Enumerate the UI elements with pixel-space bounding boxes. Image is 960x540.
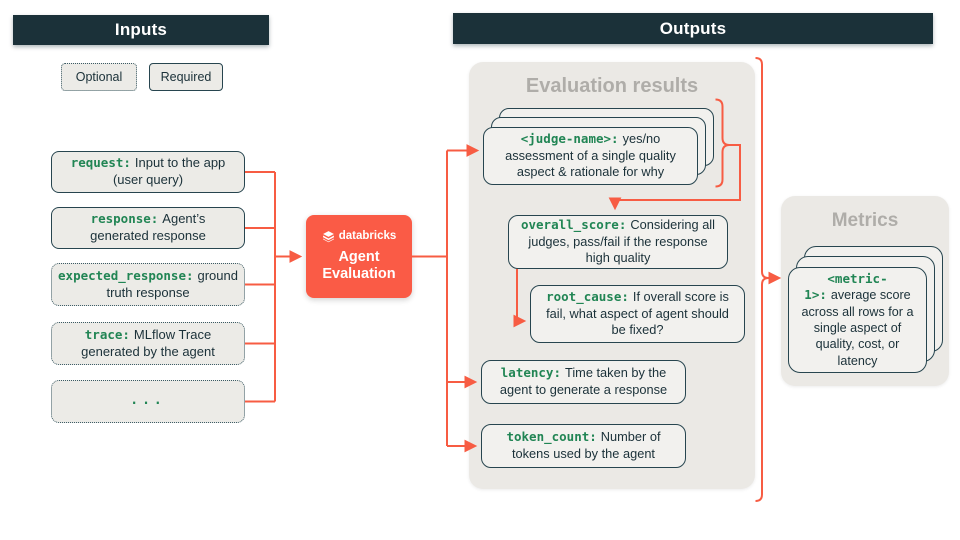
input-response-text: response:Agent’s generated response [62, 211, 234, 244]
latency-code-label: latency: [500, 365, 561, 381]
input-box-expected-response: expected_response:ground truth response [51, 263, 245, 306]
token-count-card: token_count:Number of tokens used by the… [481, 424, 686, 468]
legend-optional: Optional [61, 63, 137, 91]
trace-code-label: trace: [84, 326, 130, 342]
response-code-label: response: [90, 211, 159, 227]
legend-required: Required [149, 63, 223, 91]
databricks-logo-icon [322, 230, 334, 242]
latency-card-text: latency:Time taken by the agent to gener… [490, 365, 677, 398]
overall-score-desc: Considering all judges, pass/fail if the… [528, 217, 715, 266]
outputs-header: Outputs [453, 13, 933, 44]
latency-desc: Time taken by the agent to generate a re… [499, 365, 668, 397]
root-card-text: root_cause:If overall score is fail, wha… [539, 289, 736, 339]
judge-name-code-label: <judge-name>: [520, 131, 619, 147]
ellipsis-label: ... [130, 393, 166, 409]
expected-response-code-label: expected_response: [58, 267, 194, 283]
overall-score-card: overall_score:Considering all judges, pa… [508, 215, 728, 269]
metric-card-text: <metric-1>:average score across all rows… [797, 271, 918, 369]
token-card-text: token_count:Number of tokens used by the… [490, 429, 677, 462]
input-box-request: request:Input to the app (user query) [51, 151, 245, 193]
input-expected-text: expected_response:ground truth response [58, 268, 238, 301]
root-cause-desc: If overall score is fail, what aspect of… [546, 289, 729, 338]
overall-score-code-label: overall_score: [520, 217, 627, 233]
request-code-label: request: [70, 155, 131, 171]
request-desc: Input to the app (user query) [112, 155, 226, 187]
databricks-brand-row: databricks [322, 230, 397, 243]
metric-1-card: <metric-1>:average score across all rows… [788, 267, 927, 373]
input-request-text: request:Input to the app (user query) [62, 155, 234, 188]
token-count-code-label: token_count: [506, 429, 597, 445]
legend-required-label: Required [160, 70, 212, 84]
judge-name-card: <judge-name>:yes/no assessment of a sing… [483, 127, 698, 185]
judge-card-text: <judge-name>:yes/no assessment of a sing… [492, 131, 689, 181]
latency-card: latency:Time taken by the agent to gener… [481, 360, 686, 404]
agent-evaluation-box: databricks Agent Evaluation [306, 215, 412, 298]
trace-desc: MLflow Trace generated by the agent [81, 326, 215, 359]
agent-evaluation-label: Agent Evaluation [322, 248, 396, 282]
center-to-outputs-bus [412, 150, 448, 446]
metric-1-code-label: <metric-1>: [804, 270, 888, 303]
evaluation-results-title: Evaluation results [525, 75, 699, 97]
token-count-desc: Number of tokens used by the agent [511, 429, 661, 461]
input-bus-lines [245, 171, 276, 403]
root-cause-card: root_cause:If overall score is fail, wha… [530, 285, 745, 343]
inputs-header-label: Inputs [114, 20, 168, 39]
metrics-title: Metrics [831, 210, 899, 231]
response-desc: Agent’s generated response [90, 211, 206, 243]
metric-1-desc: average score across all rows for a sing… [801, 288, 914, 368]
input-box-response: response:Agent’s generated response [51, 207, 245, 249]
input-box-ellipsis: ... [51, 380, 245, 423]
input-trace-text: trace:MLflow Trace generated by the agen… [62, 327, 234, 360]
legend-optional-label: Optional [75, 70, 123, 84]
inputs-header: Inputs [13, 15, 269, 45]
outputs-bracket [755, 57, 769, 502]
databricks-wordmark: databricks [338, 230, 397, 243]
input-box-trace: trace:MLflow Trace generated by the agen… [51, 322, 245, 365]
overall-card-text: overall_score:Considering all judges, pa… [517, 217, 719, 267]
root-cause-code-label: root_cause: [546, 289, 629, 305]
expected-response-desc: ground truth response [106, 267, 238, 300]
outputs-header-label: Outputs [659, 18, 727, 38]
